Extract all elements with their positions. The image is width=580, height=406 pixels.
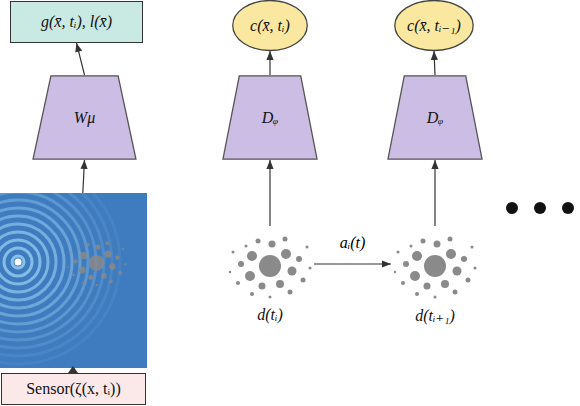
connector-arrow [314, 263, 391, 264]
wave-field-image [0, 193, 147, 368]
edge-label: aᵢ(t) [340, 234, 366, 252]
particle-cluster: d(tᵢ) [222, 226, 318, 328]
ellipse-shape [395, 1, 473, 51]
node-label: d(tᵢ) [257, 306, 283, 324]
connector-arrow [269, 51, 270, 75]
network-block: Wμ [32, 75, 137, 160]
output-ellipse: c(x̄, tᵢ₋₁) [394, 0, 474, 51]
node-label: c(x̄, tᵢ₋₁) [407, 16, 461, 35]
particle-cluster: d(tᵢ₊₁) [387, 226, 483, 328]
particle-cluster-svg [222, 226, 318, 302]
ellipsis-dots [495, 195, 580, 221]
ellipse-shape [233, 1, 307, 51]
particle-dots [229, 237, 312, 299]
wave-field-svg [0, 193, 147, 368]
trapezoid-shape [388, 76, 482, 159]
output-box: g(x̄, tᵢ), l(x̄) [10, 1, 143, 43]
node-label: c(x̄, tᵢ) [250, 17, 290, 35]
node-label: d(tᵢ₊₁) [415, 306, 455, 325]
node-label: Wμ [74, 109, 95, 127]
connector-arrow [269, 160, 270, 226]
connector-arrow [434, 51, 435, 75]
trapezoid-shape [223, 76, 317, 159]
node-label: Dᵩ [427, 109, 443, 127]
node-label: Sensor(ζ(x, tᵢ)) [26, 380, 121, 398]
sensor-box: Sensor(ζ(x, tᵢ)) [1, 373, 146, 405]
decoder-block: Dᵩ [387, 75, 483, 160]
connector-arrow [77, 43, 85, 75]
node-label: Dᵩ [262, 109, 278, 127]
node-label: g(x̄, tᵢ), l(x̄) [41, 13, 112, 31]
output-ellipse: c(x̄, tᵢ) [232, 0, 308, 51]
trapezoid-shape [33, 76, 136, 159]
particle-cluster-svg [387, 226, 483, 302]
connector-arrow [434, 160, 435, 226]
decoder-block: Dᵩ [222, 75, 318, 160]
particle-dots [394, 237, 477, 299]
